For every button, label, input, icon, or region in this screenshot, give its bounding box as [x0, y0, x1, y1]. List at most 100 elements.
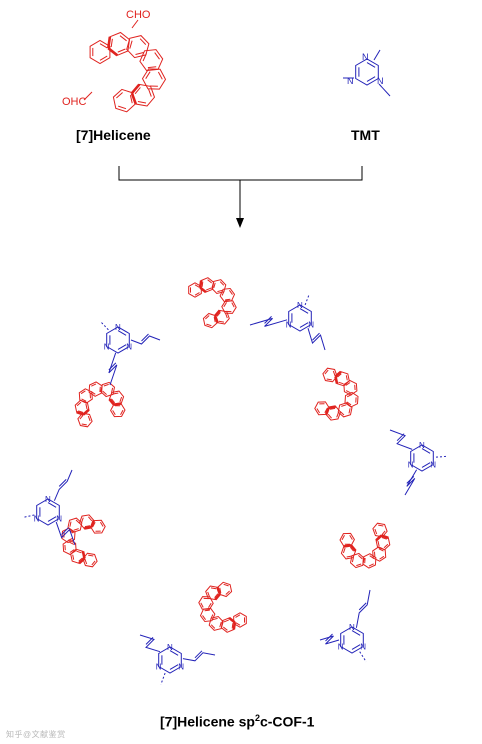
cof-helicene-2-ring-2-double-bond: [337, 373, 342, 378]
cof-helicene-2-ring-6-double-bond: [327, 413, 332, 419]
helicene-reactant-ring-4-double-bond: [147, 66, 157, 69]
cof-triazine-4-ring-double-bond: [169, 650, 179, 656]
cof-vinylene-linker-3: [389, 429, 413, 450]
helicene-reactant-ring-4-double-bond: [142, 53, 147, 62]
cof-helicene-4-ring-3: [208, 615, 224, 631]
cof-helicene-5-ring-6-double-bond: [88, 516, 93, 522]
cof-helicene-6-ring-2-bold-bond: [82, 408, 90, 416]
cof-triazine-1-n-atom-1: N: [308, 321, 314, 330]
helicene-reactant-ring-7: [112, 88, 136, 113]
cof-helicene-6-ring-6-double-bond: [119, 396, 123, 403]
cof-helicene-1-ring-3: [211, 279, 227, 295]
helicene-reactant-ring-2-double-bond: [117, 48, 126, 53]
cof-helicene-2-ring-3-double-bond: [345, 390, 352, 394]
cof-helicene-5-ring-5-double-bond: [69, 521, 72, 527]
cof-triazine-6-ring-double-bond: [117, 330, 127, 336]
cof-vinylene-linker-12-double: [108, 362, 117, 371]
cof-triazine-5-ring-double-bond: [47, 502, 57, 508]
cof-helicene-2-ring-1-double-bond: [332, 370, 336, 377]
cof-periodic-bond-2: [435, 455, 448, 458]
cof-triazine-3-n-atom-3: N: [349, 623, 355, 632]
cof-vinylene-linker-1: [249, 317, 288, 327]
cof-triazine-5-ring: [36, 498, 60, 526]
cof-triazine-5-n-atom-1: N: [56, 515, 62, 524]
tmt-ring-double-bond: [366, 76, 376, 82]
cof-helicene-1-ring-7: [202, 312, 218, 329]
cof-triazine-4-ring: [158, 646, 182, 674]
cof-vinylene-linker-5-double: [358, 602, 367, 611]
cof-triazine-4-n-atom-3: N: [167, 643, 173, 652]
cof-triazine-2-ring-double-bond: [421, 462, 431, 468]
helicene-reactant-ring-5-double-bond: [145, 71, 151, 79]
cof-helicene-3-ring-2-double-bond: [383, 543, 389, 549]
helicene-reactant-ring-3-double-bond: [135, 52, 144, 55]
cof-helicene-5-ring-6-bold-bond: [83, 525, 92, 530]
cof-helicene-1-ring-4-double-bond: [228, 290, 233, 295]
cof-helicene-1-ring-4-double-bond: [225, 298, 231, 301]
cof-triazine-1-ring: [288, 304, 312, 332]
cof-helicene-3-ring-2-double-bond: [381, 537, 387, 540]
cof-helicene-2-ring-7-double-bond: [316, 408, 321, 414]
cof-helicene-5-ring-5-double-bond: [73, 528, 79, 531]
cof-helicene-6-ring-3: [78, 388, 93, 404]
cof-triazine-3-n-atom-1: N: [360, 643, 366, 652]
cof-helicene-2-ring-4-double-bond: [346, 394, 353, 398]
cof-vinylene-linker-11-double: [141, 333, 149, 342]
helicene-reactant-ring-2-bold-bond: [107, 47, 119, 57]
cof-triazine-6-n-atom-2: N: [104, 343, 110, 352]
cof-triazine-1-ring-double-bond: [299, 308, 309, 314]
cho-bond: [131, 19, 139, 29]
cof-helicene-3-ring-3-double-bond: [378, 548, 384, 552]
helicene-reactant-ring-7-double-bond: [129, 94, 133, 104]
cof-helicene-5-ring-7-double-bond: [92, 522, 96, 528]
cof-periodic-bond-1: [304, 293, 310, 306]
cof-helicene-6-ring-2-double-bond: [76, 401, 82, 407]
cof-helicene-1-ring-2-bold-bond: [199, 286, 207, 294]
cof-helicene-5-ring-2-double-bond: [78, 557, 83, 562]
cof-helicene-5-ring-3-double-bond: [69, 549, 75, 553]
cof-vinylene-linker-5: [355, 589, 371, 628]
cof-helicene-3-ring-7-double-bond: [341, 535, 345, 541]
product-label-suffix: c-COF-1: [259, 713, 315, 730]
cof-triazine-3-ring-double-bond: [351, 644, 361, 650]
cof-triazine-5-n-atom-3: N: [45, 495, 51, 504]
cof-vinylene-linker-1-double: [264, 316, 272, 324]
cof-helicene-6-ring-3-double-bond: [81, 398, 87, 402]
product-label-superscript: 2: [254, 713, 260, 723]
cof-helicene-2-ring-6-double-bond: [336, 412, 339, 418]
cof-helicene-6-ring-1-double-bond: [81, 423, 87, 426]
cof-helicene-5-ring-5: [67, 517, 83, 533]
cof-helicene-5-ring-7-double-bond: [99, 521, 104, 527]
helicene-reactant-ring-6-double-bond: [148, 88, 152, 97]
cof-helicene-1-ring-3-double-bond: [217, 289, 223, 293]
cof-helicene-6-ring-1-double-bond: [87, 415, 91, 422]
tmt-n-atom-2: N: [347, 76, 354, 86]
cof-vinylene-linker-4: [404, 469, 418, 496]
cof-helicene-6-ring-4-double-bond: [91, 383, 97, 387]
cof-helicene-6-ring-2-bold-bond: [76, 410, 84, 416]
cof-vinylene-linker-2-double: [312, 332, 320, 341]
tmt-ring: [355, 58, 379, 86]
cof-vinylene-linker-9: [53, 469, 73, 501]
cof-helicene-2-ring-4-double-bond: [346, 401, 352, 406]
cof-helicene-1-ring-7-double-bond: [213, 317, 216, 323]
cof-helicene-3-ring-6-double-bond: [349, 546, 354, 552]
cof-helicene-2-ring-2-bold-bond: [334, 370, 342, 378]
cof-helicene-6-ring-6-double-bond: [111, 398, 116, 404]
cof-helicene-6-ring-7-double-bond: [112, 410, 116, 416]
cof-helicene-4-ring-4-double-bond: [202, 615, 207, 620]
cof-triazine-1-n-atom-2: N: [286, 321, 292, 330]
cof-triazine-2-ring-double-bond: [421, 448, 431, 454]
cof-helicene-6-ring-2-double-bond: [85, 403, 88, 410]
cof-helicene-2-ring-7-double-bond: [324, 407, 328, 413]
helicene-reactant-ring-4: [139, 49, 164, 72]
helicene-reactant-ring-1-double-bond: [99, 55, 108, 61]
cof-helicene-1-ring-2-double-bond: [206, 287, 212, 291]
cof-helicene-1-ring-2-bold-bond: [198, 280, 203, 288]
cof-vinylene-linker-6-double: [325, 633, 333, 642]
cof-helicene-3-ring-3: [372, 546, 387, 562]
cof-vinylene-linker-2: [307, 328, 326, 351]
cof-triazine-1-ring-double-bond: [299, 322, 309, 328]
cof-helicene-2-ring-1-double-bond: [326, 378, 332, 381]
